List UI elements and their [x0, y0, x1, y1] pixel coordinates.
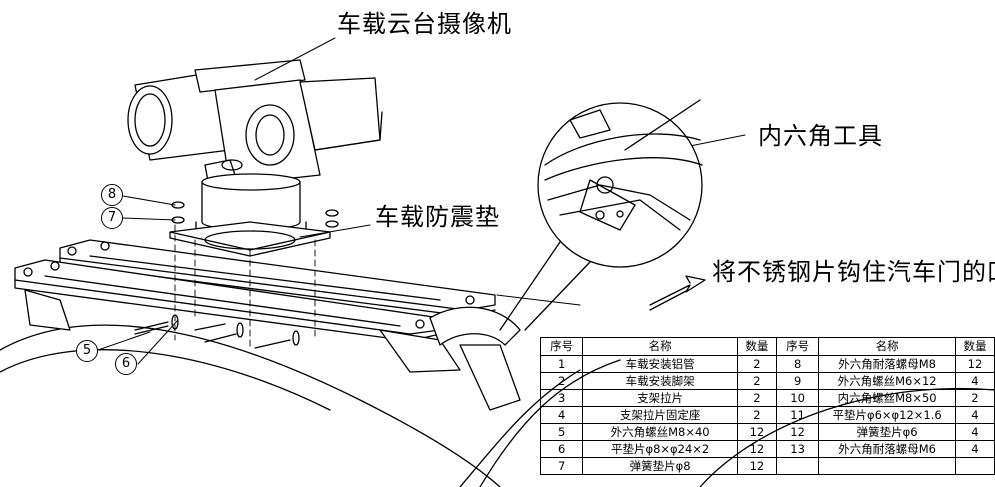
table-cell: 外六角螺丝M6×12 — [818, 372, 956, 390]
table-cell: 弹簧垫片φ8 — [582, 457, 738, 475]
table-cell: 2 — [736, 355, 777, 373]
table-cell: 平垫片φ6×φ12×1.6 — [818, 406, 956, 424]
pad-label: 车载防震垫 — [375, 203, 500, 231]
part-bubble-7: 7 — [101, 207, 123, 229]
table-cell: 4 — [954, 423, 995, 441]
table-cell: 12 — [736, 440, 777, 458]
header-name: 名称 — [582, 337, 738, 356]
table-cell: 6 — [539, 440, 584, 458]
part-bubble-6: 6 — [115, 353, 137, 375]
header-no: 序号 — [539, 337, 584, 356]
table-cell: 3 — [539, 389, 584, 407]
table-cell: 平垫片φ8×φ24×2 — [582, 440, 738, 458]
table-cell: 9 — [775, 372, 820, 390]
table-cell: 4 — [539, 406, 584, 424]
mounting-rails — [14, 239, 496, 342]
bolt-set — [134, 314, 300, 349]
table-cell: 2 — [539, 372, 584, 390]
table-cell: 外六角螺丝M8×40 — [582, 423, 738, 441]
table-cell: 2 — [736, 406, 777, 424]
table-cell: 外六角耐落螺母M6 — [818, 440, 956, 458]
table-cell: 13 — [775, 440, 820, 458]
table-cell — [954, 457, 995, 475]
header-no-2: 序号 — [775, 337, 820, 356]
table-cell: 支架拉片固定座 — [582, 406, 738, 424]
table-cell — [818, 457, 956, 475]
table-cell: 内六角螺丝M8×50 — [818, 389, 956, 407]
table-header-row: 序号 名称 数量 序号 名称 数量 — [539, 337, 995, 356]
table-cell: 车载安装脚架 — [582, 372, 738, 390]
camera-label: 车载云台摄像机 — [337, 10, 512, 38]
table-cell: 5 — [539, 423, 584, 441]
ptz-camera — [127, 59, 383, 241]
table-cell: 8 — [775, 355, 820, 373]
table-cell: 4 — [954, 372, 995, 390]
table-cell: 12 — [736, 423, 777, 441]
table-cell: 2 — [736, 372, 777, 390]
hook-label: 将不锈钢片钩住汽车门的凹槽 — [712, 258, 995, 286]
table-cell: 4 — [954, 440, 995, 458]
part-bubble-8: 8 — [101, 184, 123, 206]
header-name-2: 名称 — [818, 337, 956, 356]
nuts-and-washers — [171, 201, 339, 228]
hex-tool-label: 内六角工具 — [758, 122, 883, 150]
table-cell: 2 — [954, 389, 995, 407]
rail-feet — [24, 289, 521, 411]
table-cell: 外六角耐落螺母M8 — [818, 355, 956, 373]
hook-arrow — [649, 275, 706, 311]
table-cell: 弹簧垫片φ6 — [818, 423, 956, 441]
table-cell — [775, 457, 820, 475]
header-qty-2: 数量 — [954, 337, 995, 356]
table-cell: 7 — [539, 457, 584, 475]
table-cell: 10 — [775, 389, 820, 407]
assembly-center-lines — [174, 224, 316, 351]
table-cell: 4 — [954, 406, 995, 424]
header-qty: 数量 — [736, 337, 777, 356]
table-cell: 11 — [775, 406, 820, 424]
leader-lines — [97, 37, 746, 365]
table-cell: 1 — [539, 355, 584, 373]
table-cell: 车载安装铝管 — [582, 355, 738, 373]
table-cell: 支架拉片 — [582, 389, 738, 407]
table-cell: 12 — [954, 355, 995, 373]
detail-magnifier — [499, 99, 703, 331]
part-bubble-5: 5 — [76, 340, 98, 362]
table-cell: 12 — [775, 423, 820, 441]
table-cell: 2 — [736, 389, 777, 407]
table-cell: 12 — [736, 457, 777, 475]
